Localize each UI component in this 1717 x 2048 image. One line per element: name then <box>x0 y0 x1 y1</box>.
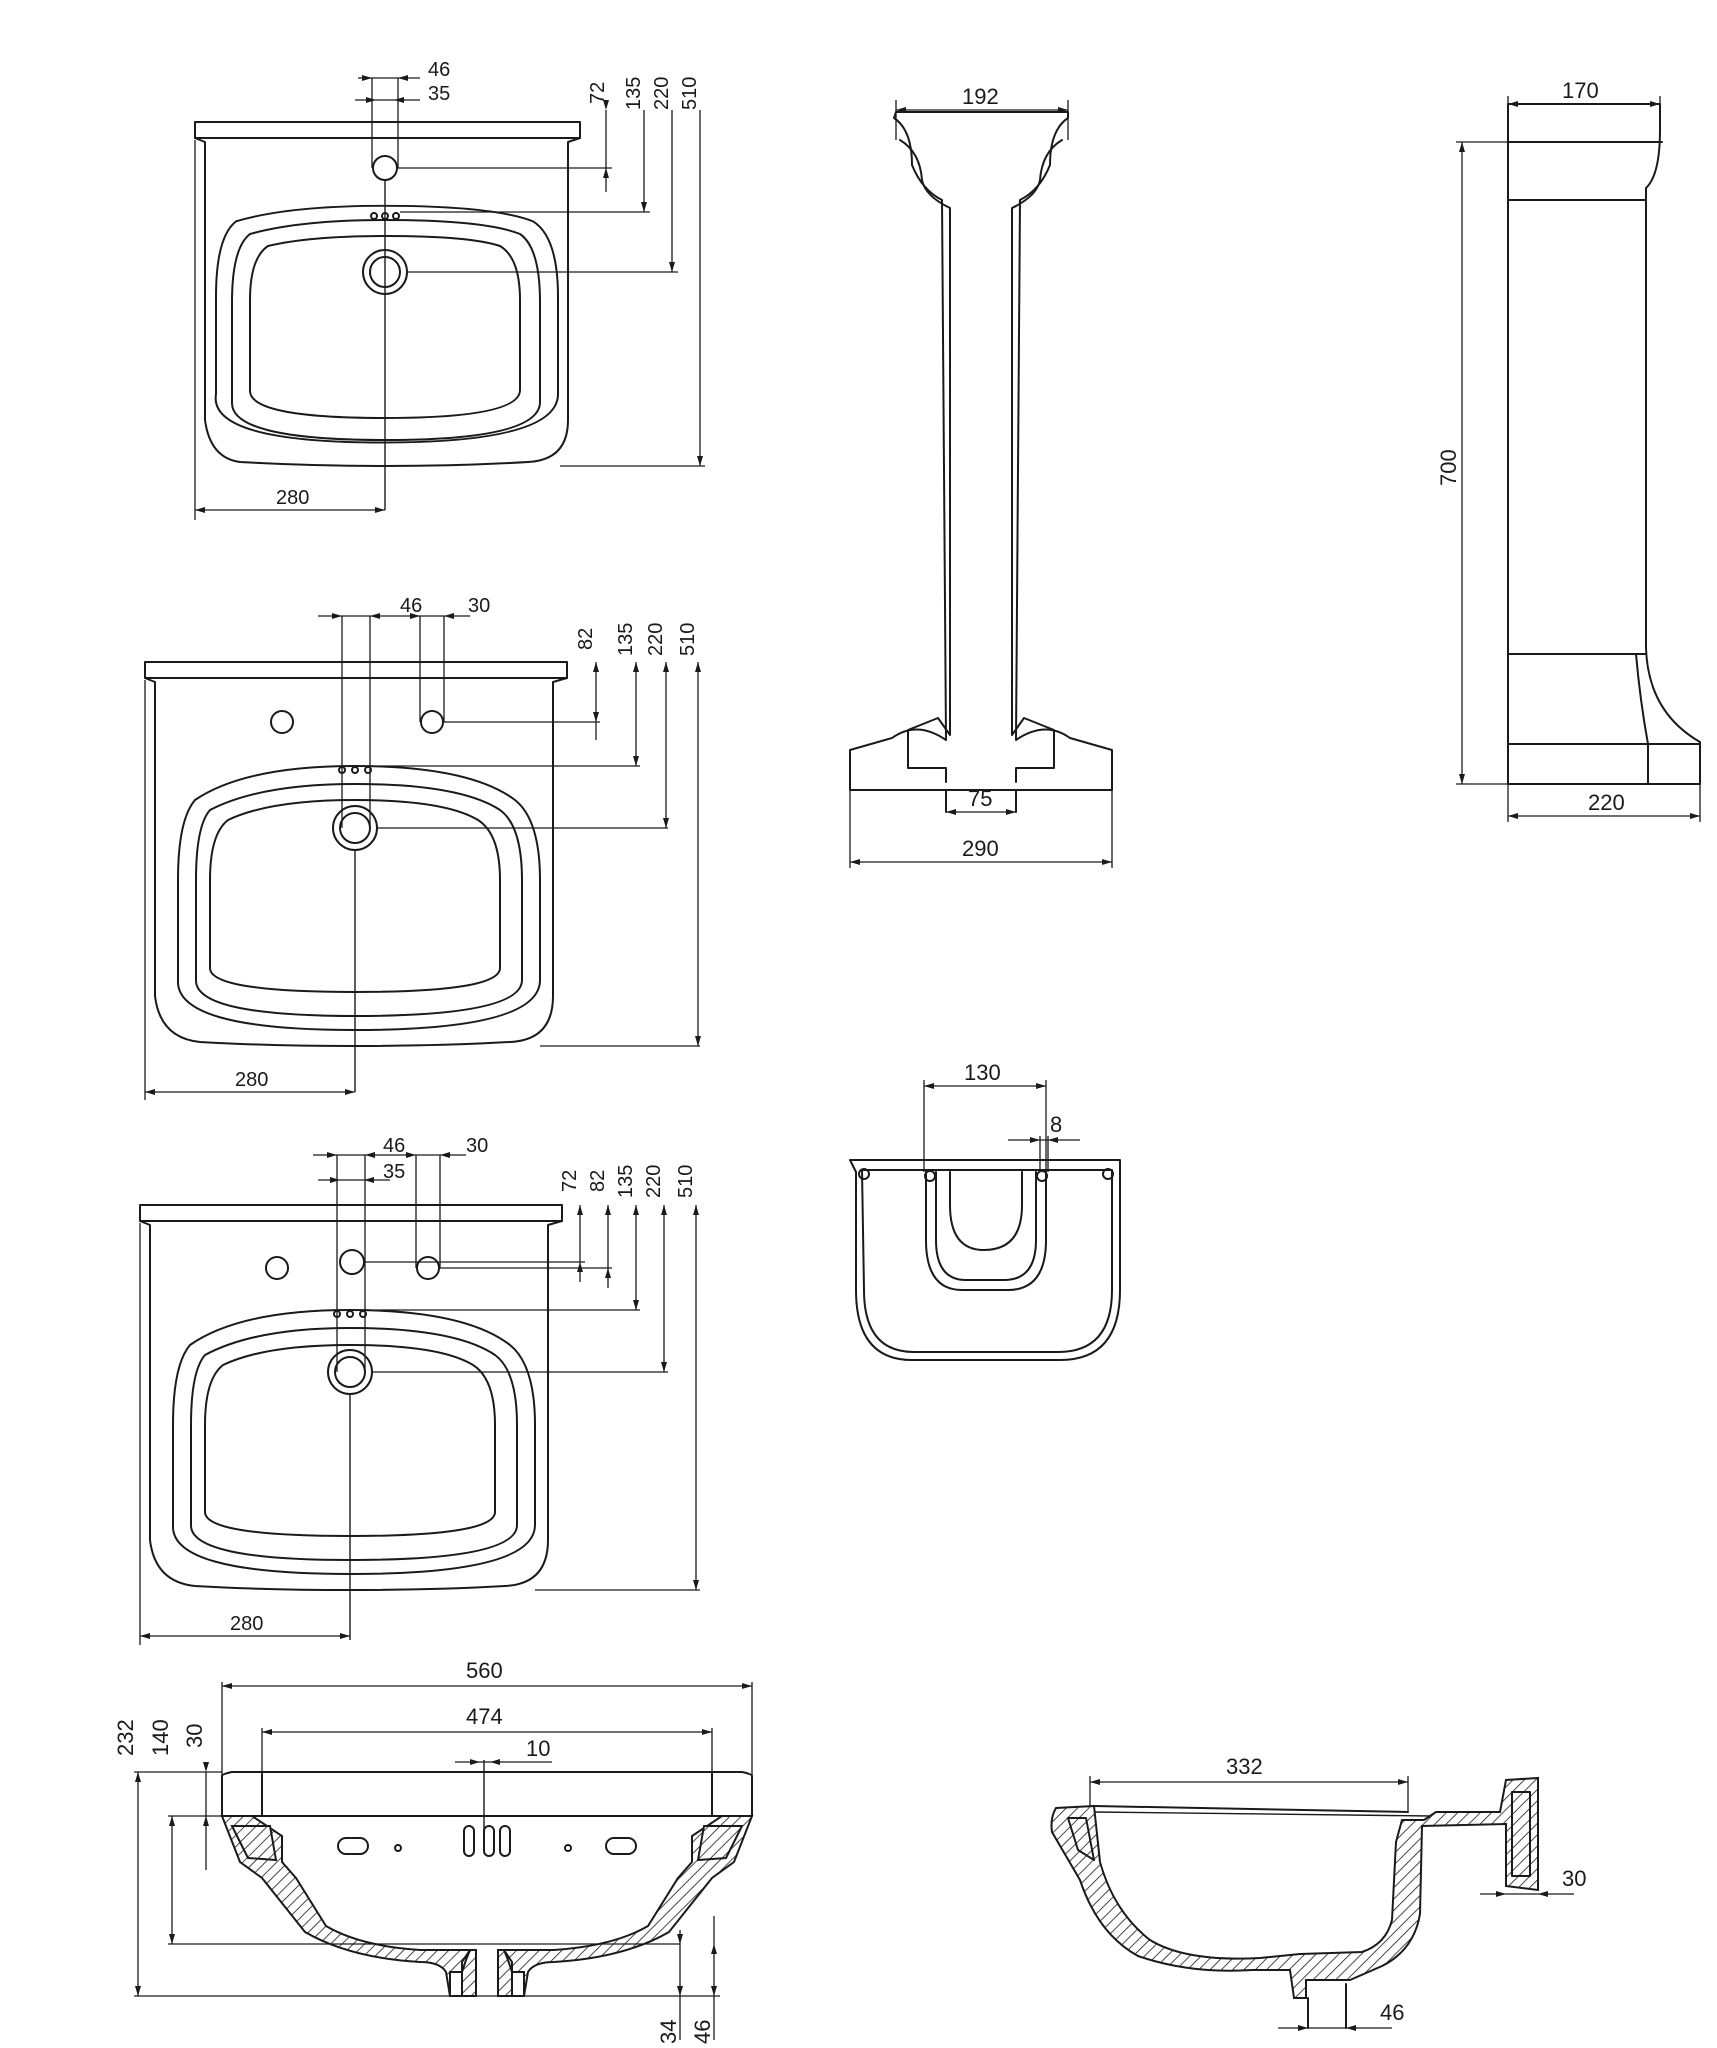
dim-30: 30 <box>468 595 490 617</box>
dim-280: 280 <box>230 1613 263 1635</box>
dim-280: 280 <box>276 487 309 509</box>
dim-35: 35 <box>428 83 450 105</box>
dim-232: 232 <box>113 1719 138 1756</box>
dim-82: 82 <box>587 1170 609 1192</box>
basin-front-section: 560 474 10 232 140 30 34 46 <box>113 1658 754 2044</box>
dim-135: 135 <box>615 623 637 656</box>
half-pedestal-view: 130 8 <box>849 1060 1121 1361</box>
dim-510: 510 <box>679 77 701 110</box>
dim-130: 130 <box>964 1060 1001 1085</box>
dim-192: 192 <box>962 84 999 109</box>
dim-30: 30 <box>466 1135 488 1157</box>
dim-75: 75 <box>968 786 992 811</box>
dim-220: 220 <box>1588 790 1625 815</box>
pedestal-front-view: 192 75 290 <box>849 84 1113 868</box>
dim-474: 474 <box>466 1704 503 1729</box>
dim-46: 46 <box>428 59 450 81</box>
dim-46: 46 <box>690 2020 715 2044</box>
dim-140: 140 <box>148 1719 173 1756</box>
dim-30: 30 <box>182 1724 207 1748</box>
pedestal-side-view: 170 700 220 <box>1436 78 1701 822</box>
dim-135: 135 <box>623 77 645 110</box>
dim-8: 8 <box>1050 1112 1062 1137</box>
dim-46: 46 <box>383 1135 405 1157</box>
basin-top-view-1: 46 35 72 135 220 510 280 <box>194 59 705 520</box>
dim-290: 290 <box>962 836 999 861</box>
dim-10: 10 <box>526 1736 550 1761</box>
dim-135: 135 <box>615 1165 637 1198</box>
dim-220: 220 <box>643 1165 665 1198</box>
dim-34: 34 <box>656 2020 681 2044</box>
dim-82: 82 <box>575 628 597 650</box>
basin-side-section: 332 30 46 <box>1050 1754 1586 2031</box>
basin-top-view-3: 46 35 30 72 82 135 220 510 280 <box>139 1135 700 1645</box>
dim-30: 30 <box>1562 1866 1586 1891</box>
dim-72: 72 <box>587 82 609 104</box>
dim-220: 220 <box>645 623 667 656</box>
dim-46: 46 <box>400 595 422 617</box>
dim-220: 220 <box>651 77 673 110</box>
dim-170: 170 <box>1562 78 1599 103</box>
dim-510: 510 <box>677 623 699 656</box>
dim-46: 46 <box>1380 2000 1404 2025</box>
dim-332: 332 <box>1226 1754 1263 1779</box>
basin-top-view-2: 46 30 82 135 220 510 280 <box>144 595 701 1100</box>
dim-700: 700 <box>1436 449 1461 486</box>
dim-72: 72 <box>559 1170 581 1192</box>
dim-560: 560 <box>466 1658 503 1683</box>
dim-35: 35 <box>383 1161 405 1183</box>
dim-510: 510 <box>675 1165 697 1198</box>
dim-280: 280 <box>235 1069 268 1091</box>
